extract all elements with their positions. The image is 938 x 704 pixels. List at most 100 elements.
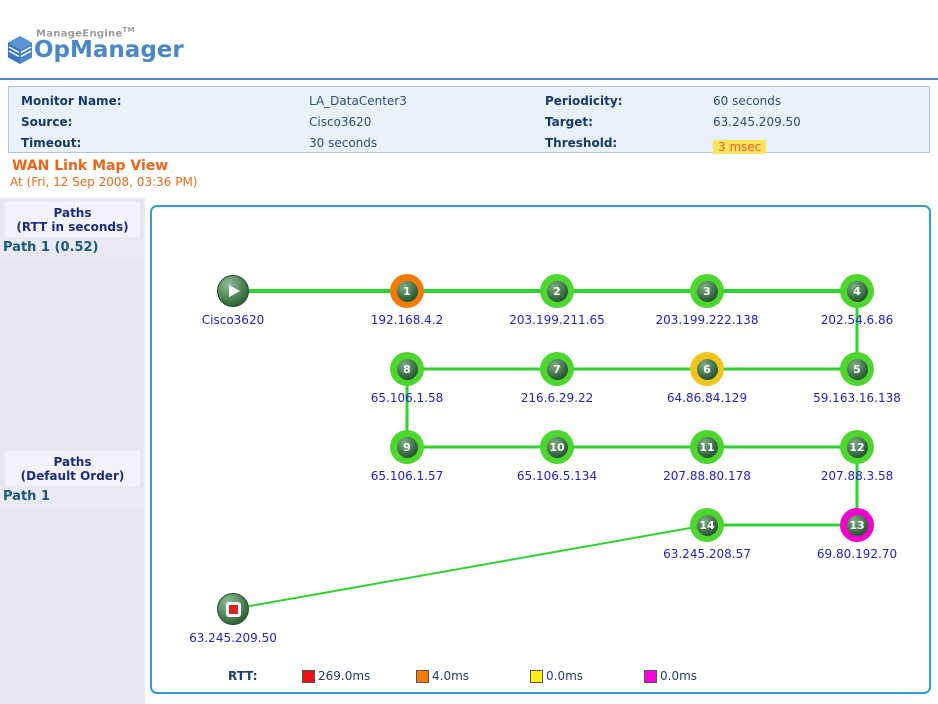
- paths-rtt-section: Paths (RTT in seconds) Path 1 (0.52): [0, 202, 145, 259]
- node-label-1: 192.168.4.2: [370, 313, 444, 327]
- manageengine-text: ManageEngine: [36, 28, 123, 40]
- hop-node-body: 13: [846, 514, 868, 536]
- node-label-5: 59.163.16.138: [813, 391, 901, 405]
- hop-number: 14: [699, 518, 715, 532]
- hop-node-6[interactable]: 6: [690, 352, 724, 386]
- hop-node-13[interactable]: 13: [840, 508, 874, 542]
- timeout-label: Timeout:: [21, 136, 82, 150]
- hop-number: 11: [699, 440, 715, 454]
- hop-node-1[interactable]: 1: [390, 274, 424, 308]
- node-label-2: 203.199.211.65: [509, 313, 605, 327]
- legend-value: 269.0ms: [318, 669, 371, 683]
- wan-link-map-panel: Cisco3620 1 192.168.4.2 2 203.199.211.65 3 203…: [150, 205, 931, 694]
- hop-number: 4: [853, 284, 861, 298]
- monitor-info-grid: Monitor Name: LA_DataCenter3 Periodicity…: [9, 87, 929, 155]
- hop-node-body: 14: [696, 514, 718, 536]
- stop-icon-square: [228, 604, 238, 614]
- hop-node-4[interactable]: 4: [840, 274, 874, 308]
- hop-node-body: 9: [396, 436, 418, 458]
- node-layer: Cisco3620 1 192.168.4.2 2 203.199.211.65 3 203…: [152, 207, 929, 692]
- source-node[interactable]: [217, 275, 249, 307]
- legend-item-3: 0.0ms: [644, 669, 758, 683]
- legend-item-1: 4.0ms: [416, 669, 530, 683]
- source-label: Source:: [21, 115, 73, 129]
- paths-rtt-header-line1: Paths: [53, 206, 92, 220]
- hop-node-7[interactable]: 7: [540, 352, 574, 386]
- hop-node-body: 3: [696, 280, 718, 302]
- hop-node-body: 4: [846, 280, 868, 302]
- node-label-14: 63.245.208.57: [663, 547, 751, 561]
- hop-number: 9: [403, 440, 411, 454]
- page-title: WAN Link Map View: [12, 158, 169, 174]
- periodicity-label: Periodicity:: [545, 94, 623, 108]
- monitor-name-label: Monitor Name:: [21, 94, 122, 108]
- hop-node-11[interactable]: 11: [690, 430, 724, 464]
- target-node[interactable]: [217, 593, 249, 625]
- hop-node-body: 6: [696, 358, 718, 380]
- hop-number: 1: [403, 284, 411, 298]
- paths-default-header: Paths (Default Order): [5, 451, 140, 486]
- hop-node-9[interactable]: 9: [390, 430, 424, 464]
- node-label-10: 65.106.5.134: [516, 469, 598, 483]
- node-label-12: 207.88.3.58: [820, 469, 894, 483]
- node-label-6: 64.86.84.129: [666, 391, 748, 405]
- target-label: Target:: [545, 115, 593, 129]
- legend-value: 0.0ms: [546, 669, 584, 683]
- legend-swatch: [644, 669, 657, 683]
- hop-node-body: 11: [696, 436, 718, 458]
- hop-number: 13: [849, 518, 865, 532]
- hop-node-body: 1: [396, 280, 418, 302]
- node-label-target: 63.245.209.50: [189, 631, 277, 645]
- legend-swatch: [416, 669, 429, 683]
- header-divider: [0, 78, 938, 80]
- rtt-legend: RTT: 269.0ms 4.0ms 0.0ms 0.0ms: [228, 669, 758, 683]
- hop-number: 2: [553, 284, 561, 298]
- node-label-7: 216.6.29.22: [520, 391, 594, 405]
- node-label-3: 203.199.222.138: [655, 313, 759, 327]
- paths-default-section: Paths (Default Order) Path 1: [0, 451, 145, 508]
- hop-node-14[interactable]: 14: [690, 508, 724, 542]
- monitor-info-bar: Monitor Name: LA_DataCenter3 Periodicity…: [8, 86, 930, 155]
- hop-number: 5: [853, 362, 861, 376]
- play-icon: [229, 285, 240, 297]
- hop-node-body: 8: [396, 358, 418, 380]
- hop-number: 8: [403, 362, 411, 376]
- trademark-symbol: TM: [122, 26, 135, 34]
- threshold-label: Threshold:: [545, 136, 618, 150]
- periodicity-value: 60 seconds: [713, 94, 782, 108]
- hop-number: 3: [703, 284, 711, 298]
- paths-default-header-line1: Paths: [53, 455, 92, 469]
- hop-node-2[interactable]: 2: [540, 274, 574, 308]
- page-timestamp: At (Fri, 12 Sep 2008, 03:36 PM): [10, 175, 198, 189]
- rtt-legend-label: RTT:: [228, 669, 258, 683]
- hop-node-body: 7: [546, 358, 568, 380]
- hop-node-12[interactable]: 12: [840, 430, 874, 464]
- paths-default-header-line2: (Default Order): [20, 469, 125, 483]
- rtt-legend-items: 269.0ms 4.0ms 0.0ms 0.0ms: [302, 669, 758, 683]
- hop-number: 12: [849, 440, 865, 454]
- opmanager-wordmark: OpManager: [34, 37, 184, 63]
- hop-number: 7: [553, 362, 561, 376]
- node-label-13: 69.80.192.70: [816, 547, 898, 561]
- hop-node-5[interactable]: 5: [840, 352, 874, 386]
- legend-value: 4.0ms: [432, 669, 470, 683]
- hop-number: 10: [549, 440, 565, 454]
- legend-item-2: 0.0ms: [530, 669, 644, 683]
- stop-icon: [225, 601, 241, 617]
- hop-node-body: 10: [546, 436, 568, 458]
- node-label-11: 207.88.80.178: [663, 469, 751, 483]
- sidebar-item-path1-default[interactable]: Path 1: [0, 486, 145, 508]
- hop-node-8[interactable]: 8: [390, 352, 424, 386]
- source-value: Cisco3620: [309, 115, 372, 129]
- sidebar-item-path1-rtt[interactable]: Path 1 (0.52): [0, 237, 145, 259]
- node-label-source: Cisco3620: [201, 313, 265, 327]
- timeout-value: 30 seconds: [309, 136, 378, 150]
- hop-node-3[interactable]: 3: [690, 274, 724, 308]
- link-14-target: [232, 524, 708, 610]
- hop-number: 6: [703, 362, 711, 376]
- hop-node-10[interactable]: 10: [540, 430, 574, 464]
- legend-swatch: [302, 669, 315, 683]
- target-value: 63.245.209.50: [713, 115, 801, 129]
- legend-swatch: [530, 669, 543, 683]
- paths-sidebar: Paths (RTT in seconds) Path 1 (0.52) Pat…: [0, 198, 145, 704]
